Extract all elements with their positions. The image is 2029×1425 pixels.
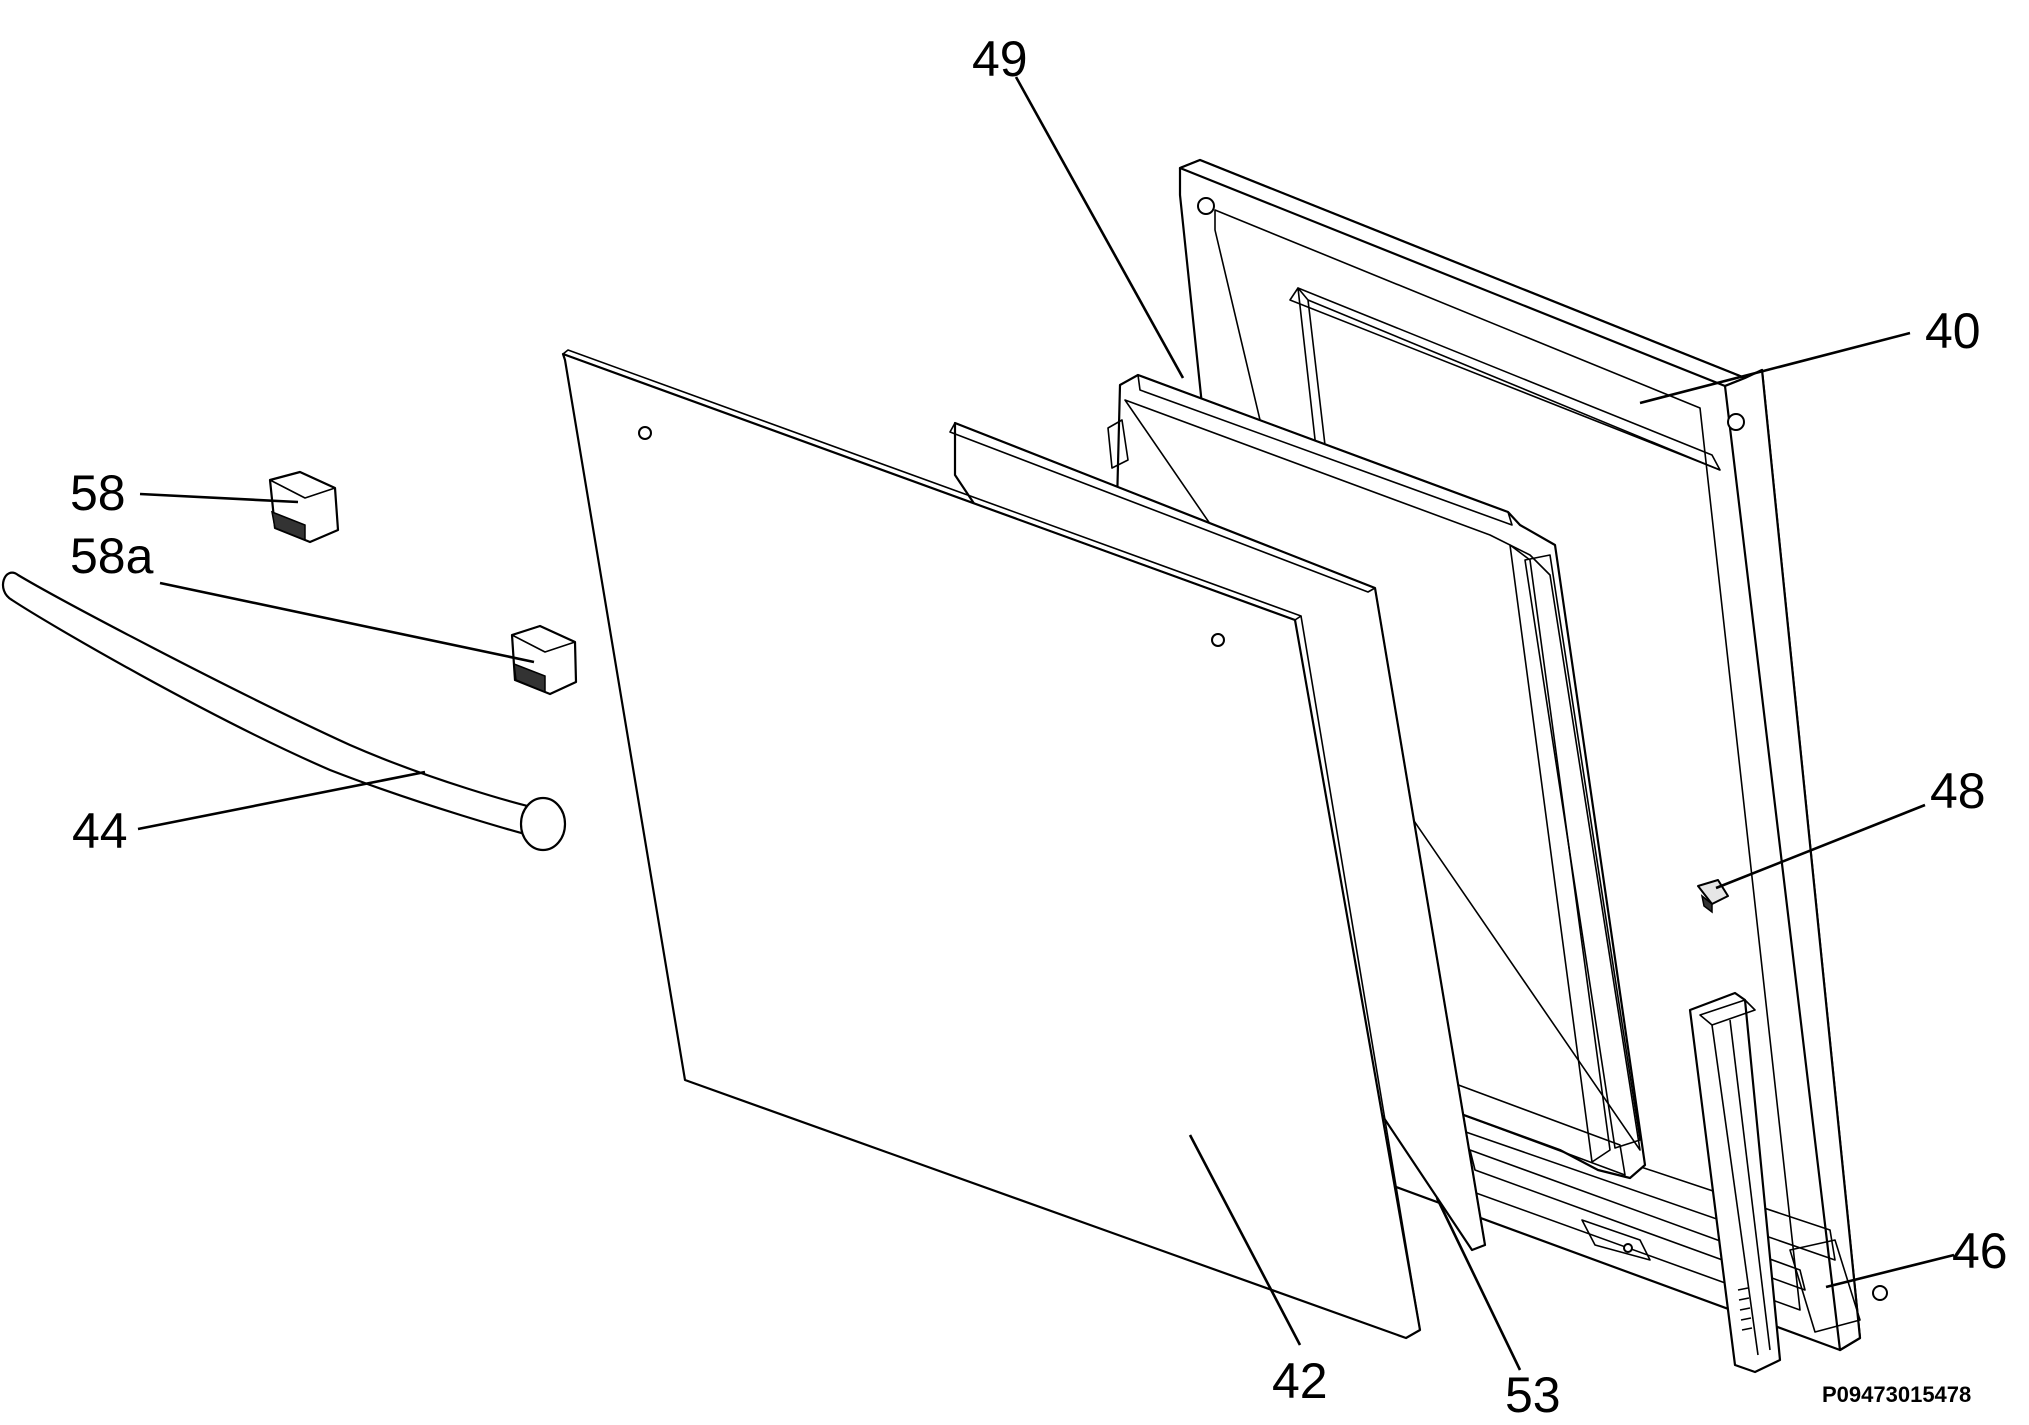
handle-tube: [1, 571, 559, 841]
leader-42: [1188, 1134, 1302, 1346]
callout-53: 53: [1505, 1367, 1561, 1423]
door-frame-window-top: [1289, 287, 1721, 471]
callout-42: 42: [1272, 1353, 1328, 1409]
hinge-bracket-body: [1688, 991, 1782, 1374]
end-cap-lower: [510, 624, 578, 696]
leader-44: [137, 770, 426, 831]
outer-glass-hole-left: [638, 426, 652, 440]
inner-glass-top-edge: [949, 422, 1376, 593]
screw-hole-bottom-right: [1872, 1285, 1888, 1301]
hinge-plate: [1789, 1239, 1861, 1333]
hinge-bracket-top: [1699, 999, 1756, 1026]
door-frame-bottom-rail: [1469, 1149, 1806, 1291]
leader-58: [139, 492, 299, 504]
end-cap-lower-top: [511, 625, 576, 653]
end-cap-lower-grip: [513, 662, 546, 694]
leader-53: [1435, 1197, 1522, 1371]
screw-hole-top-right: [1727, 413, 1745, 431]
clip-tab: [1700, 894, 1713, 914]
leader-58a: [159, 581, 535, 664]
callout-58: 58: [70, 465, 126, 521]
callout-labels: 49 40 58 58a 44 48 46 42 53: [70, 31, 2008, 1423]
frame-inner-top-rail: [1137, 374, 1513, 526]
frame-inner-right-channel: [1509, 544, 1611, 1163]
outer-glass: [561, 349, 1422, 1340]
end-cap-upper-grip: [271, 510, 306, 542]
frame-inner-rounded-edge: [1124, 399, 1641, 1151]
leader-46: [1825, 1253, 1955, 1289]
leader-48: [1715, 803, 1926, 890]
leader-lines: [137, 76, 1955, 1371]
end-cap-upper: [268, 470, 340, 544]
end-cap-upper-top: [269, 471, 336, 499]
hinge-teeth: [1737, 1287, 1753, 1331]
frame-inner-bracket-notch: [1581, 1219, 1651, 1261]
handle-end: [519, 796, 567, 852]
callout-49: 49: [972, 31, 1028, 87]
callout-48: 48: [1930, 763, 1986, 819]
callout-58a: 58a: [70, 528, 154, 584]
leader-49: [1014, 76, 1185, 379]
door-frame-inner-edge: [1214, 209, 1801, 1311]
frame-inner-rivet: [1623, 1243, 1633, 1253]
frame-inner-right-rail: [1524, 554, 1641, 1149]
outer-glass-hole-right: [1211, 633, 1225, 647]
hinge-bracket: [1688, 991, 1861, 1374]
callout-46: 46: [1952, 1223, 2008, 1279]
callout-44: 44: [72, 803, 128, 859]
door-frame-right-face: [1723, 368, 1862, 1352]
frame-inner-tab-left: [1107, 419, 1129, 469]
screw-hole-top-left: [1197, 197, 1215, 215]
leader-40: [1639, 331, 1911, 405]
reference-code: P09473015478: [1822, 1382, 1971, 1407]
callout-40: 40: [1925, 303, 1981, 359]
